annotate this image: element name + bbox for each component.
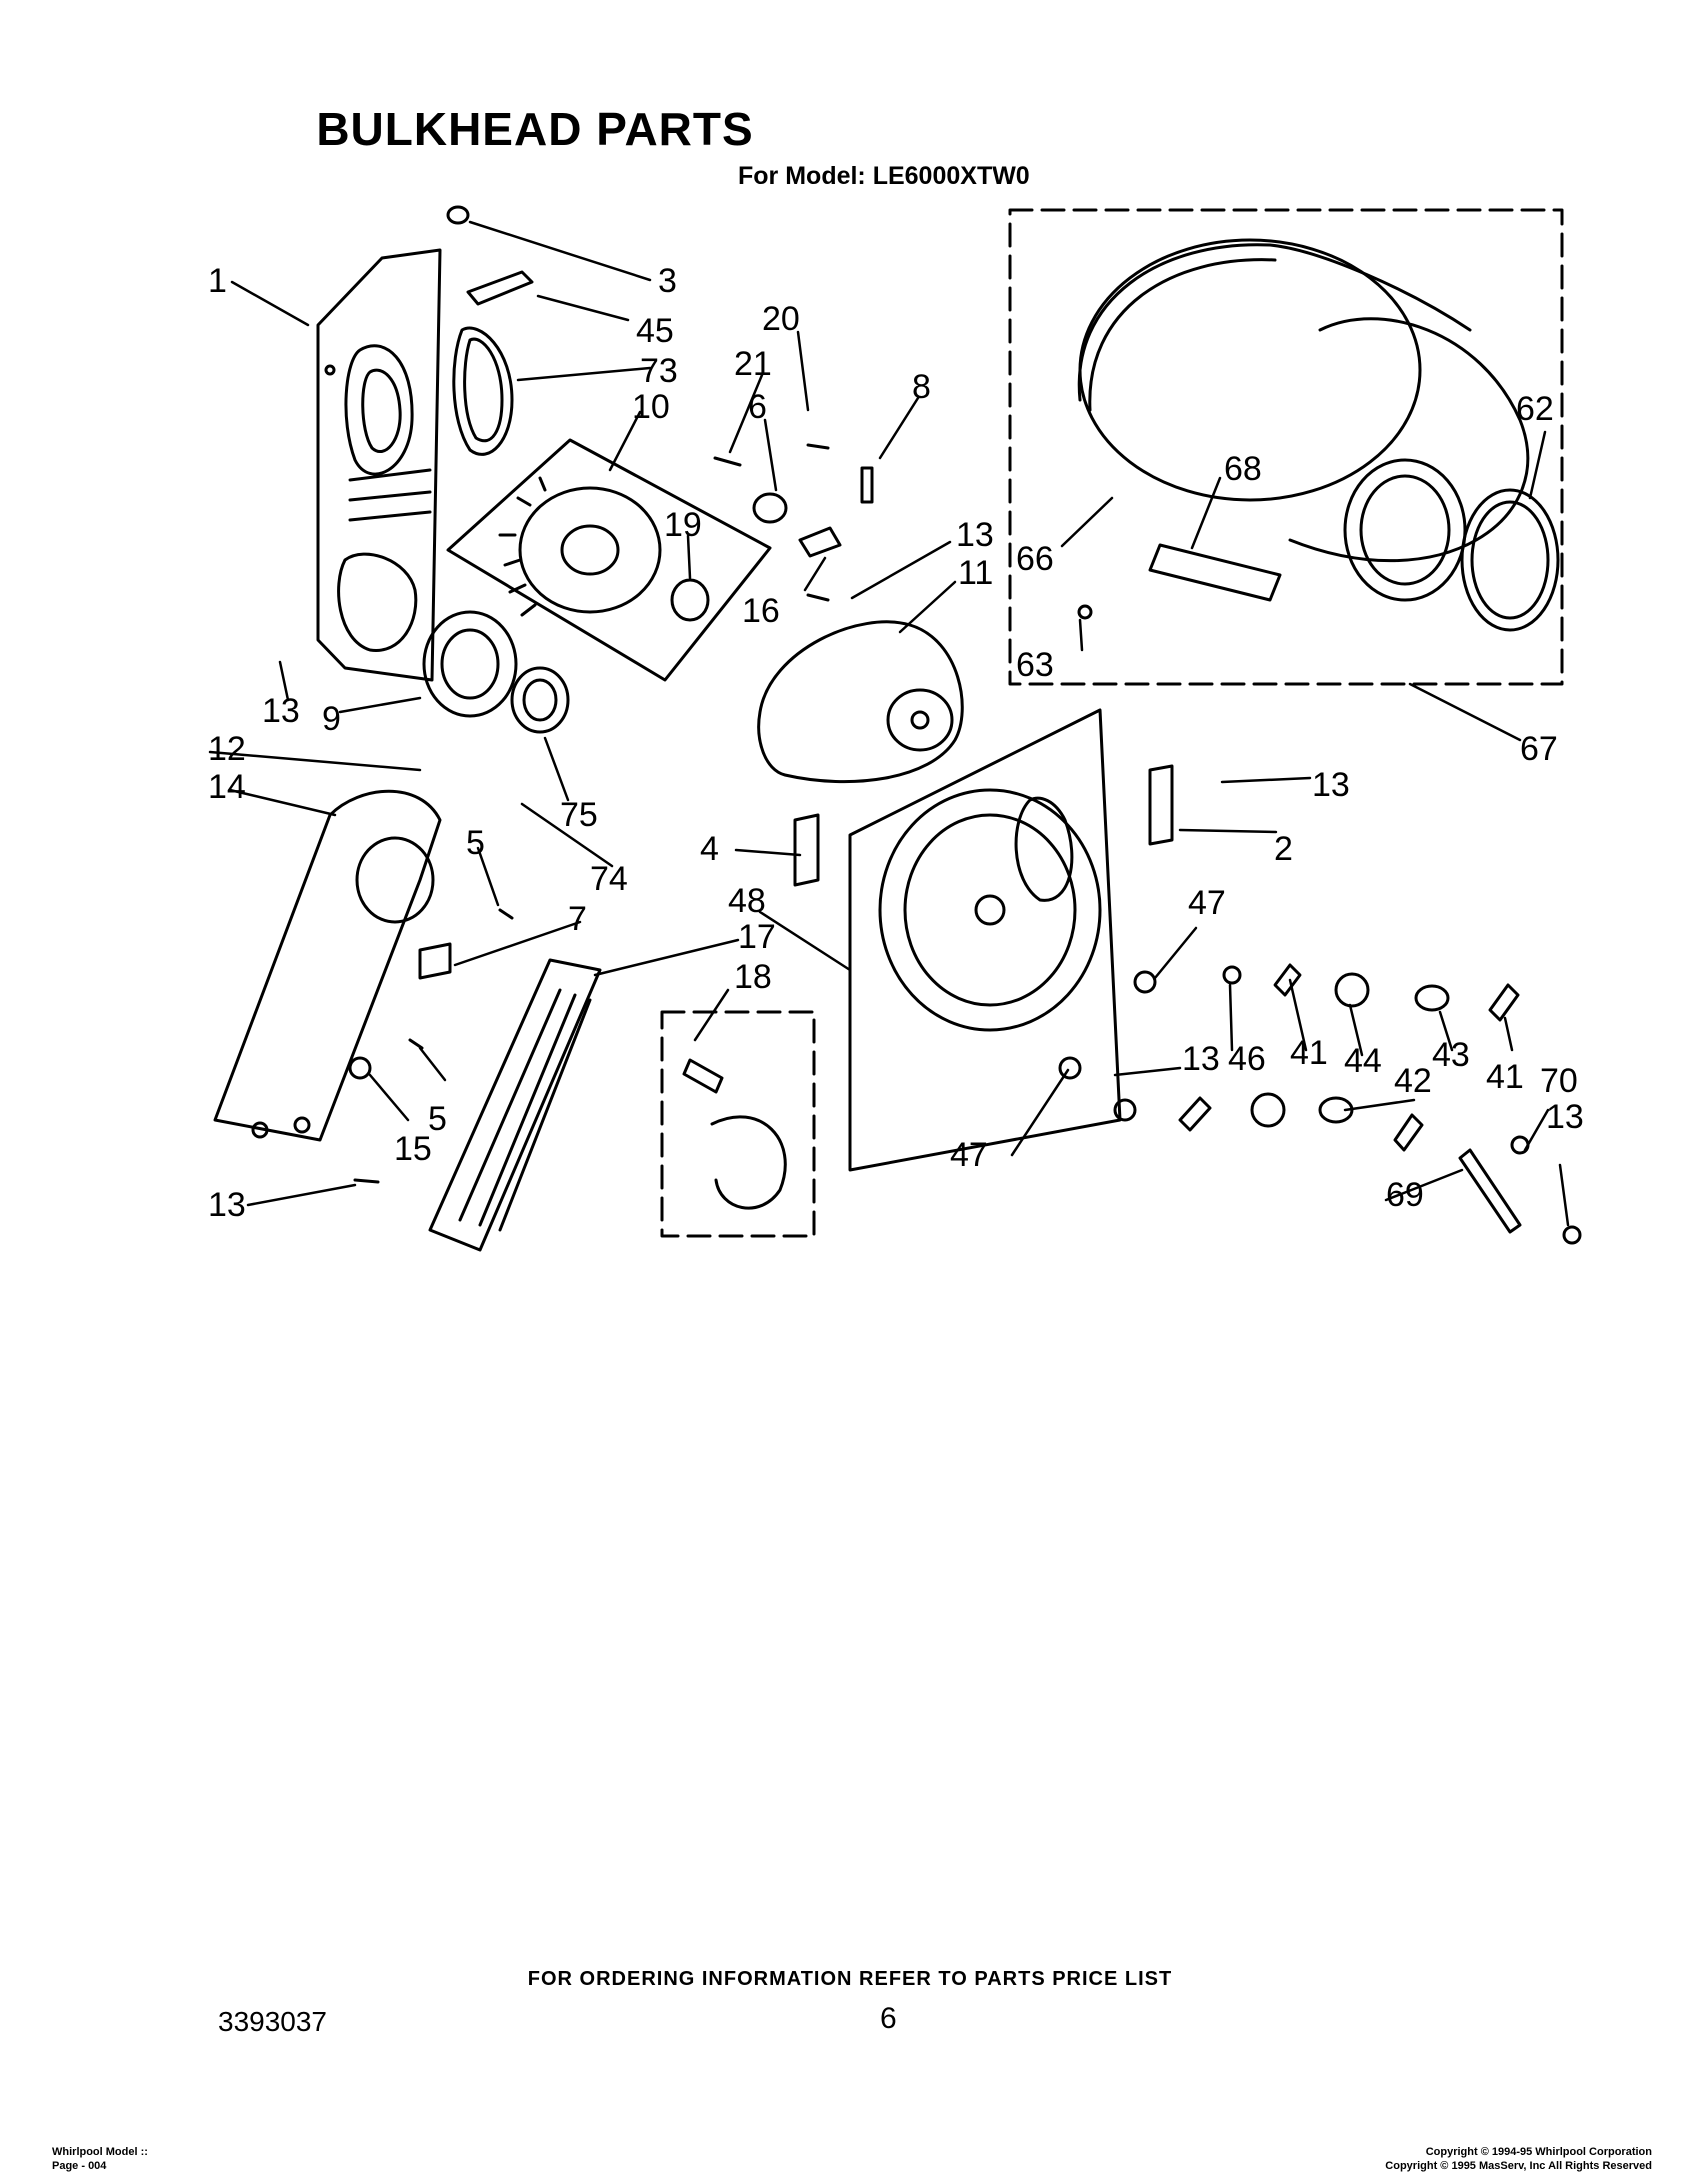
- callout-44: 44: [1344, 1042, 1382, 1080]
- lint-screen-part: [428, 958, 602, 1252]
- callout-17: 17: [738, 918, 776, 956]
- plug-part: [446, 205, 470, 225]
- callout-74: 74: [590, 860, 628, 898]
- page-number: 6: [880, 2002, 897, 2035]
- dryer-drum-part: [1077, 238, 1530, 602]
- clip-8: [860, 466, 874, 504]
- rear-bulkhead-part: [848, 708, 1122, 1172]
- bracket-2: [1148, 764, 1174, 846]
- rod-69: [1458, 1148, 1522, 1234]
- callout-21: 21: [734, 345, 772, 383]
- slot-cover-part: [466, 270, 534, 306]
- callout-4: 4: [700, 830, 719, 868]
- callout-68: 68: [1224, 450, 1262, 488]
- page-title: BULKHEAD PARTS: [316, 103, 754, 155]
- callout-13c: 13: [208, 1186, 246, 1224]
- block-7: [418, 942, 452, 980]
- screw-5b: [408, 1038, 424, 1050]
- model-subtitle: For Model: LE6000XTW0: [738, 162, 1030, 190]
- drum-seal-62: [1460, 488, 1560, 632]
- bracket-4: [793, 813, 820, 887]
- callout-13f: 13: [1546, 1098, 1584, 1136]
- callout-47a: 47: [1188, 884, 1226, 922]
- bracket-16: [798, 526, 842, 558]
- screw-13f: [1562, 1225, 1582, 1245]
- callout-70: 70: [1540, 1062, 1578, 1100]
- callout-10: 10: [632, 388, 670, 426]
- callout-18: 18: [734, 958, 772, 996]
- leader-lines: [208, 220, 1570, 1227]
- callout-69: 69: [1386, 1176, 1424, 1214]
- callout-13e: 13: [1182, 1040, 1220, 1078]
- callout-75: 75: [560, 796, 598, 834]
- callout-42: 42: [1394, 1062, 1432, 1100]
- copyright-line-1: Copyright © 1994-95 Whirlpool Corporatio…: [1425, 2146, 1652, 2158]
- page-footer-line: Page - 004: [52, 2160, 107, 2172]
- callout-13a: 13: [956, 516, 994, 554]
- callout-63: 63: [1016, 646, 1054, 684]
- model-footer-line: Whirlpool Model ::: [52, 2146, 148, 2158]
- copyright-line-2: Copyright © 1995 MasServ, Inc All Rights…: [1385, 2160, 1652, 2172]
- callout-46: 46: [1228, 1040, 1266, 1078]
- ring-9: [422, 610, 518, 718]
- blower-housing-part: [757, 620, 964, 784]
- seal-part: [452, 326, 514, 456]
- front-bulkhead-panel: [316, 248, 442, 682]
- screw-13b: [806, 593, 830, 602]
- screw-13c: [353, 1178, 380, 1184]
- screw-63: [1077, 604, 1093, 620]
- screw-21: [713, 456, 742, 467]
- callout-20: 20: [762, 300, 800, 338]
- screw-5a: [498, 908, 514, 920]
- callout-73: 73: [640, 352, 678, 390]
- callout-43: 43: [1432, 1036, 1470, 1074]
- callout-12: 12: [208, 730, 246, 768]
- callout-7: 7: [568, 900, 587, 938]
- callout-2: 2: [1274, 830, 1293, 868]
- roller-assembly-upper: [1133, 963, 1520, 1022]
- callout-3: 3: [658, 262, 677, 300]
- callout-13d: 13: [1312, 766, 1350, 804]
- callout-67: 67: [1520, 730, 1558, 768]
- callout-15: 15: [394, 1130, 432, 1168]
- callout-1: 1: [208, 262, 227, 300]
- ordering-note: FOR ORDERING INFORMATION REFER TO PARTS …: [527, 1968, 1173, 1990]
- kit-18-box: [660, 1010, 816, 1238]
- callout-41a: 41: [1290, 1034, 1328, 1072]
- callout-62: 62: [1516, 390, 1554, 428]
- drum-assembly-box: [1008, 208, 1564, 686]
- callout-5a: 5: [466, 824, 485, 862]
- callout-48: 48: [728, 882, 766, 920]
- screw-20: [806, 443, 830, 450]
- callout-14: 14: [208, 768, 246, 806]
- kit-18-fitting: [682, 1058, 724, 1094]
- lint-filter-cover: [213, 789, 442, 1142]
- callout-labels: 1 3 45 73 10 20 21 6 8 19 13 11 16 13 9 …: [208, 262, 1584, 1224]
- callout-6: 6: [748, 388, 767, 426]
- blower-housing-outline: [446, 438, 772, 682]
- clamp-part: [670, 578, 710, 622]
- callout-9: 9: [322, 700, 341, 738]
- callout-41b: 41: [1486, 1058, 1524, 1096]
- callout-8: 8: [912, 368, 931, 406]
- kit-18-hose: [710, 1115, 787, 1210]
- callout-66: 66: [1016, 540, 1054, 578]
- document-number: 3393037: [218, 2006, 328, 2037]
- bearing-part: [752, 492, 788, 524]
- washer-15: [348, 1056, 372, 1080]
- callout-16: 16: [742, 592, 780, 630]
- callout-13b: 13: [262, 692, 300, 730]
- blower-wheel-part: [498, 476, 662, 617]
- seal-75: [510, 666, 570, 734]
- callout-11: 11: [958, 554, 993, 592]
- callout-5b: 5: [428, 1100, 447, 1138]
- callout-47b: 47: [950, 1136, 988, 1174]
- callout-45: 45: [636, 312, 674, 350]
- callout-19: 19: [664, 506, 702, 544]
